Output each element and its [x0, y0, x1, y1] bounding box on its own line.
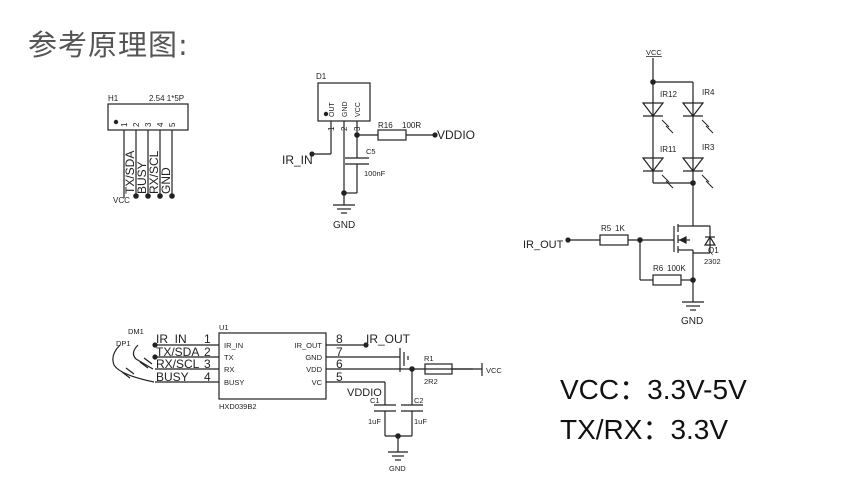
- u1-gnd-label: GND: [389, 464, 406, 473]
- d1-gnd-label: GND: [333, 220, 355, 231]
- dp1-label: DP1: [116, 339, 131, 348]
- d1-pin-3: 3: [353, 126, 362, 131]
- net-ir-in: IR_IN: [282, 153, 313, 167]
- u1-pinname-1: IR_IN: [224, 341, 243, 350]
- junction: [133, 193, 139, 199]
- net-busy: BUSY: [135, 161, 149, 194]
- u1-pin-2: 2: [204, 345, 211, 359]
- h1-pin-2: 2: [132, 122, 141, 127]
- r16-value: 100R: [402, 121, 421, 130]
- c2-value: 1uF: [414, 417, 427, 426]
- d1-pin-out: OUT: [329, 102, 336, 118]
- c5-value: 100nF: [364, 169, 386, 178]
- dm1-label: DM1: [128, 327, 144, 336]
- u1-ref: U1: [219, 323, 229, 332]
- r5-ref: R5: [601, 224, 612, 233]
- led-ir3: [681, 157, 705, 172]
- u1-pin-5: 5: [336, 370, 343, 384]
- r6-ref: R6: [653, 264, 664, 273]
- r5-value: 1K: [615, 224, 625, 233]
- c2-ref: C2: [414, 396, 424, 405]
- receiver-d1: [309, 82, 438, 214]
- q1-ref: Q1: [708, 246, 719, 255]
- page-heading: 参考原理图:: [28, 28, 189, 62]
- junction: [157, 193, 163, 199]
- net-tx-sda: TX/SDA: [123, 151, 137, 194]
- r6-value: 100K: [667, 264, 686, 273]
- h1-pin-3: 3: [144, 122, 153, 127]
- r6-resistor: [652, 274, 682, 286]
- net-ir-out-led: IR_OUT: [523, 239, 564, 251]
- r5-resistor: [599, 234, 629, 246]
- ir4-label: IR4: [702, 88, 715, 97]
- junction: [145, 193, 151, 199]
- u1-net-vcc: VCC: [486, 366, 502, 375]
- u1-net-4: BUSY: [156, 370, 189, 384]
- u1-pin-1: 1: [204, 332, 211, 346]
- u1-pinname-6: VDD: [306, 365, 322, 374]
- pin1-marker: [113, 119, 119, 125]
- c1-value: 1uF: [368, 417, 381, 426]
- u1-net-2: TX/SDA: [156, 345, 199, 359]
- h1-type: 2.54 1*5P: [149, 94, 184, 103]
- u1-net-vddio: VDDIO: [347, 387, 382, 399]
- h1-pin-5: 5: [168, 122, 177, 127]
- d1-pin-vcc: VCC: [355, 102, 362, 117]
- u1-pinname-4: BUSY: [224, 378, 244, 387]
- u1-pin-8: 8: [336, 332, 343, 346]
- module-u1: [112, 332, 483, 461]
- u1-part: HXD039B2: [219, 402, 257, 411]
- q1-value: 2302: [704, 257, 721, 266]
- u1-net-ir-out: IR_OUT: [366, 332, 411, 346]
- led-ir4: [681, 102, 705, 117]
- r16-ref: R16: [378, 121, 393, 130]
- dp1-wire: [112, 344, 155, 383]
- u1-net-1: IR_IN: [156, 332, 187, 346]
- u1-pinname-7: GND: [305, 353, 322, 362]
- u1-pinname-3: RX: [224, 365, 234, 374]
- c5-ref: C5: [366, 147, 376, 156]
- led-gnd-label: GND: [681, 316, 703, 327]
- ir3-label: IR3: [702, 143, 715, 152]
- r16-resistor: [377, 129, 407, 141]
- h1-ref: H1: [108, 94, 119, 103]
- u1-pin-6: 6: [336, 357, 343, 371]
- u1-pin-4: 4: [204, 370, 211, 384]
- u1-body: [218, 332, 327, 400]
- txrx-spec: TX/RX：3.3V: [560, 414, 729, 445]
- h1-pin-1: 1: [120, 122, 129, 127]
- body-diode: [703, 235, 717, 246]
- r1-ref: R1: [424, 354, 434, 363]
- d1-ref: D1: [316, 72, 327, 81]
- net-vddio: VDDIO: [437, 128, 475, 142]
- net-rx-scl: RX/SCL: [147, 150, 161, 194]
- d1-pin-2: 2: [340, 126, 349, 131]
- d1-pin-1: 1: [327, 126, 336, 131]
- led-vcc-label: VCC: [646, 48, 662, 57]
- ir11-label: IR11: [660, 145, 677, 154]
- c1-ref: C1: [370, 396, 380, 405]
- u1-pin-3: 3: [204, 357, 211, 371]
- h1-pin-4: 4: [156, 122, 165, 127]
- u1-pinname-5: VC: [312, 378, 323, 387]
- header-h1: [107, 103, 189, 199]
- net-gnd: GND: [159, 167, 173, 194]
- u1-pin-7: 7: [336, 345, 343, 359]
- vcc-spec: VCC：3.3V-5V: [560, 374, 747, 405]
- ir12-label: IR12: [660, 90, 677, 99]
- u1-pinname-2: TX: [224, 353, 234, 362]
- u1-pinname-8: IR_OUT: [294, 341, 322, 350]
- net-vcc: VCC: [113, 196, 130, 205]
- led-ir12: [641, 102, 665, 117]
- led-driver: [565, 58, 717, 311]
- u1-net-3: RX/SCL: [156, 357, 200, 371]
- r1-value: 2R2: [424, 377, 438, 386]
- led-ir11: [641, 157, 665, 172]
- junction: [169, 193, 175, 199]
- dm1-wire: [132, 344, 154, 370]
- d1-pin-gnd: GND: [342, 101, 349, 117]
